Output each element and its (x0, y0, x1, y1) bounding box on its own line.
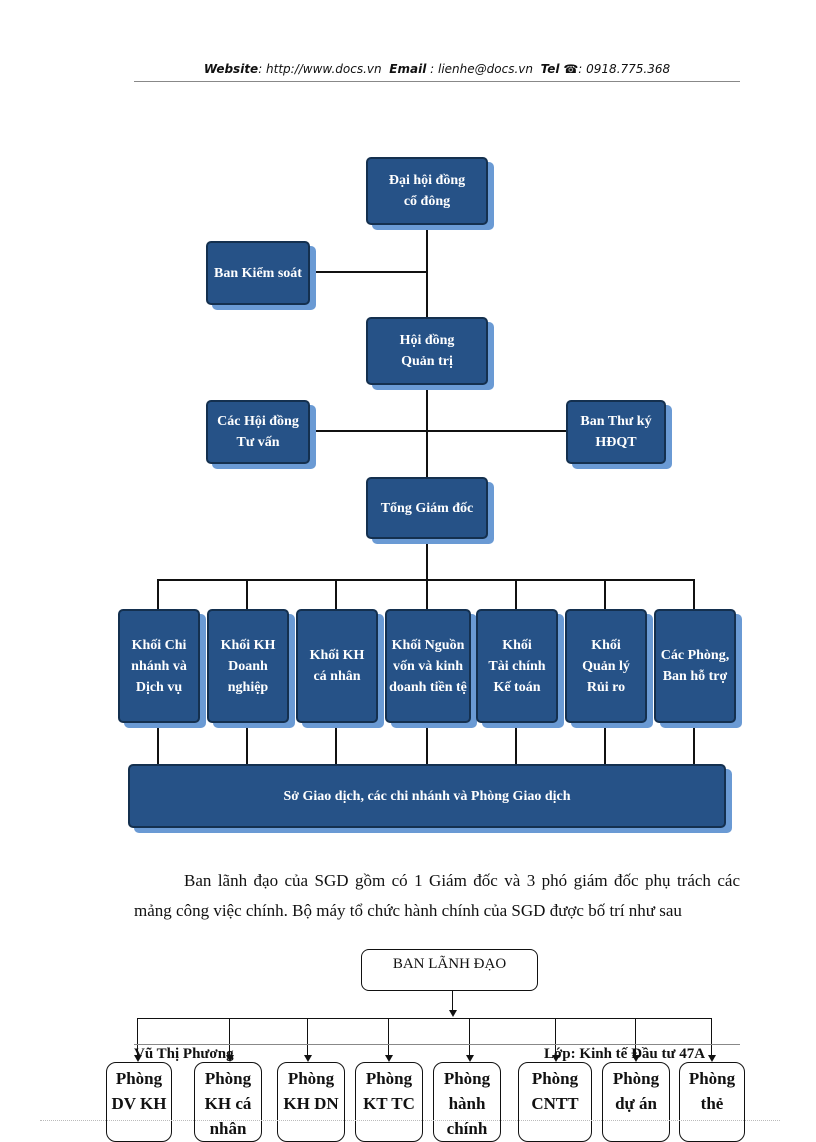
phone-icon: ☎ (563, 62, 579, 76)
department-box: Phòng DV KH (106, 1062, 172, 1142)
connector-line (469, 1018, 470, 1056)
connector-line (307, 1018, 308, 1056)
division-box: Khối Nguồn vốn và kinh doanh tiền tệ (385, 609, 471, 723)
connector-line (306, 271, 428, 273)
connector-line (306, 430, 566, 432)
connector-line (335, 579, 337, 609)
connector-line (426, 579, 428, 609)
connector-line (555, 1018, 556, 1056)
connector-line (635, 1018, 636, 1056)
paragraph-text: Ban lãnh đạo của SGD gồm có 1 Giám đốc v… (134, 871, 740, 920)
footer-author: Vũ Thị Phương (134, 1046, 234, 1062)
division-box: Khối Chi nhánh và Dịch vụ (118, 609, 200, 723)
footer-class: Lớp: Kinh tế Đầu tư 47A (544, 1046, 706, 1062)
tel-label: Tel (540, 62, 560, 76)
website-value: : http://www.docs.vn (258, 62, 382, 76)
connector-line (229, 1018, 230, 1056)
department-box: Phòng thẻ (679, 1062, 745, 1142)
arrow-down-icon (466, 1055, 474, 1062)
division-box: Khối Tài chính Kế toán (476, 609, 558, 723)
page-bottom-edge (40, 1120, 780, 1121)
page-header: Website: http://www.docs.vn Email : lien… (134, 62, 740, 76)
arrow-down-icon (449, 1010, 457, 1017)
supervisory-box: Ban Kiểm soát (206, 241, 310, 305)
department-box: Phòng CNTT (518, 1062, 592, 1142)
connector-line (246, 579, 248, 609)
division-box: Khối KH cá nhân (296, 609, 378, 723)
department-box: Phòng KT TC (355, 1062, 423, 1142)
arrow-down-icon (708, 1055, 716, 1062)
connector-line (157, 720, 159, 764)
org-chart: Đại hội đồng cổ đông Ban Kiểm soát Hội đ… (118, 157, 736, 828)
connector-line (604, 720, 606, 764)
connector-line (157, 579, 159, 609)
arrow-down-icon (552, 1055, 560, 1062)
body-paragraph: Ban lãnh đạo của SGD gồm có 1 Giám đốc v… (134, 866, 740, 926)
division-box: Các Phòng, Ban hỗ trợ (654, 609, 736, 723)
arrow-down-icon (632, 1055, 640, 1062)
website-label: Website (203, 62, 259, 76)
leadership-box: BAN LÃNH ĐẠO (361, 949, 538, 991)
arrow-down-icon (226, 1055, 234, 1062)
connector-line (335, 720, 337, 764)
division-box: Khối KH Doanh nghiệp (207, 609, 289, 723)
connector-line (693, 720, 695, 764)
connector-line (604, 579, 606, 609)
header-rule (134, 81, 740, 82)
connector-line (388, 1018, 389, 1056)
connector-line (426, 381, 428, 477)
department-box: Phòng KH DN (277, 1062, 345, 1142)
connector-line (452, 991, 453, 1011)
division-box: Khối Quản lý Rủi ro (565, 609, 647, 723)
connector-line (515, 720, 517, 764)
connector-line (426, 720, 428, 764)
ceo-box: Tổng Giám đốc (366, 477, 488, 539)
department-box: Phòng dự án (602, 1062, 670, 1142)
arrow-down-icon (385, 1055, 393, 1062)
branches-box: Sở Giao dịch, các chi nhánh và Phòng Gia… (128, 764, 726, 828)
connector-line (515, 579, 517, 609)
email-value: : lienhe@docs.vn (430, 62, 533, 76)
footer-rule (134, 1044, 740, 1045)
connector-line (137, 1018, 711, 1019)
connector-line (426, 536, 428, 580)
connector-line (246, 720, 248, 764)
connector-line (137, 1018, 138, 1056)
department-box: Phòng KH cá nhân (194, 1062, 262, 1142)
arrow-down-icon (134, 1055, 142, 1062)
secretariat-box: Ban Thư ký HĐQT (566, 400, 666, 464)
arrow-down-icon (304, 1055, 312, 1062)
connector-line (426, 222, 428, 318)
connector-line (711, 1018, 712, 1056)
tel-value: : 0918.775.368 (578, 62, 671, 76)
board-box: Hội đồng Quản trị (366, 317, 488, 385)
advisory-box: Các Hội đồng Tư vấn (206, 400, 310, 464)
connector-line (693, 579, 695, 609)
email-label: Email (389, 62, 427, 76)
shareholders-box: Đại hội đồng cổ đông (366, 157, 488, 225)
department-box: Phòng hành chính (433, 1062, 501, 1142)
